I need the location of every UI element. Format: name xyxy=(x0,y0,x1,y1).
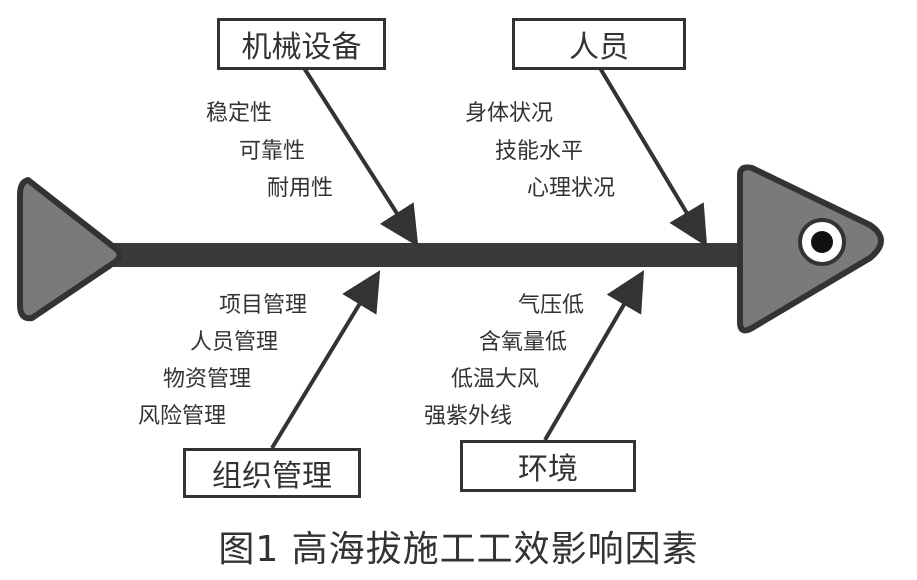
cause-equipment-durability: 耐用性 xyxy=(267,176,334,201)
category-box-environment: 环境 xyxy=(460,440,636,492)
category-box-equipment: 机械设备 xyxy=(217,18,386,70)
cause-management-risk: 风险管理 xyxy=(138,404,227,429)
cause-management-project: 项目管理 xyxy=(219,293,308,318)
bone-equipment-arrow xyxy=(302,66,419,247)
category-box-management: 组织管理 xyxy=(183,448,361,498)
category-label-equipment: 机械设备 xyxy=(241,30,362,65)
category-label-personnel: 人员 xyxy=(569,30,629,65)
bone-management-arrow xyxy=(270,270,381,450)
fish-tail xyxy=(17,177,123,322)
cause-environment-cold-wind: 低温大风 xyxy=(451,367,540,392)
cause-environment-uv: 强紫外线 xyxy=(424,404,513,429)
fishbone-diagram xyxy=(17,66,884,450)
cause-equipment-reliability: 可靠性 xyxy=(239,139,306,164)
cause-personnel-mental: 心理状况 xyxy=(527,176,616,201)
cause-management-materials: 物资管理 xyxy=(163,367,252,392)
cause-environment-low-pressure: 气压低 xyxy=(518,293,585,318)
figure-caption: 图1 高海拔施工工效影响因素 xyxy=(218,529,699,570)
spine xyxy=(100,243,748,267)
category-label-environment: 环境 xyxy=(518,452,578,487)
category-label-management: 组织管理 xyxy=(212,459,332,494)
cause-equipment-stability: 稳定性 xyxy=(206,101,273,126)
fish-eye-pupil xyxy=(811,231,833,253)
bone-environment-arrow xyxy=(543,270,645,442)
bone-personnel-arrow xyxy=(598,66,708,247)
cause-management-personnel: 人员管理 xyxy=(190,330,279,355)
cause-environment-low-oxygen: 含氧量低 xyxy=(479,330,568,355)
cause-personnel-physical: 身体状况 xyxy=(465,101,554,126)
category-box-personnel: 人员 xyxy=(512,18,686,70)
cause-personnel-skill: 技能水平 xyxy=(495,139,584,164)
